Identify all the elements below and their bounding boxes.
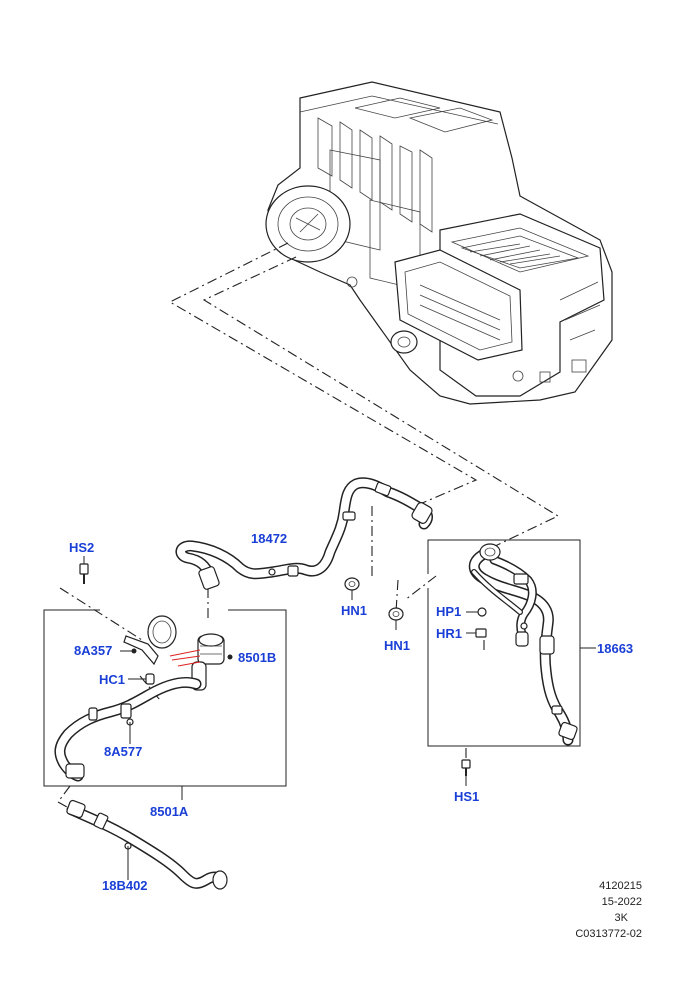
reference-date: 15-2022 (601, 896, 642, 908)
reference-block: 4120215 15-2022 3K C0313772-02 (575, 880, 642, 940)
callout-hc1: HC1 (99, 672, 125, 687)
bolt-hs2 (79, 556, 89, 584)
coolant-hose-8501a (54, 676, 202, 782)
callout-8501a: 8501A (150, 804, 189, 819)
callout-hn1-right: HN1 (384, 638, 410, 653)
clip-hp1 (466, 607, 487, 617)
clamp-ring-8a357 (120, 615, 177, 666)
fastener-hc1 (128, 673, 155, 685)
reference-number: 4120215 (599, 880, 642, 892)
assembly-frame-18663 (427, 539, 596, 747)
reference-illustration-id: C0313772-02 (575, 928, 642, 940)
callout-18663: 18663 (597, 641, 633, 656)
callout-8a357: 8A357 (74, 643, 112, 658)
callout-hn1-center: HN1 (341, 603, 367, 618)
callout-8501b: 8501B (238, 650, 276, 665)
reference-code: 3K (614, 912, 628, 924)
nut-hn1-center (344, 577, 360, 600)
coolant-hose-18472 (175, 477, 433, 590)
callout-18b402: 18B402 (102, 878, 148, 893)
coolant-hose-18663 (468, 543, 578, 746)
callout-hp1: HP1 (436, 604, 461, 619)
hvac-housing-unit (265, 81, 613, 405)
bolt-hr1 (466, 628, 487, 638)
nut-hn1-right (388, 607, 404, 630)
callout-hs2: HS2 (69, 540, 94, 555)
callout-18472: 18472 (251, 531, 287, 546)
assembly-frame-8501a (43, 609, 287, 800)
callout-8a577: 8A577 (104, 744, 142, 759)
callout-labels: HS2 18472 8A357 HC1 8501B 8A577 8501A 18… (69, 531, 633, 893)
callout-hr1: HR1 (436, 626, 462, 641)
bolt-hs1 (461, 759, 471, 786)
callout-hs1: HS1 (454, 789, 479, 804)
coolant-hose-18b402 (66, 799, 228, 890)
